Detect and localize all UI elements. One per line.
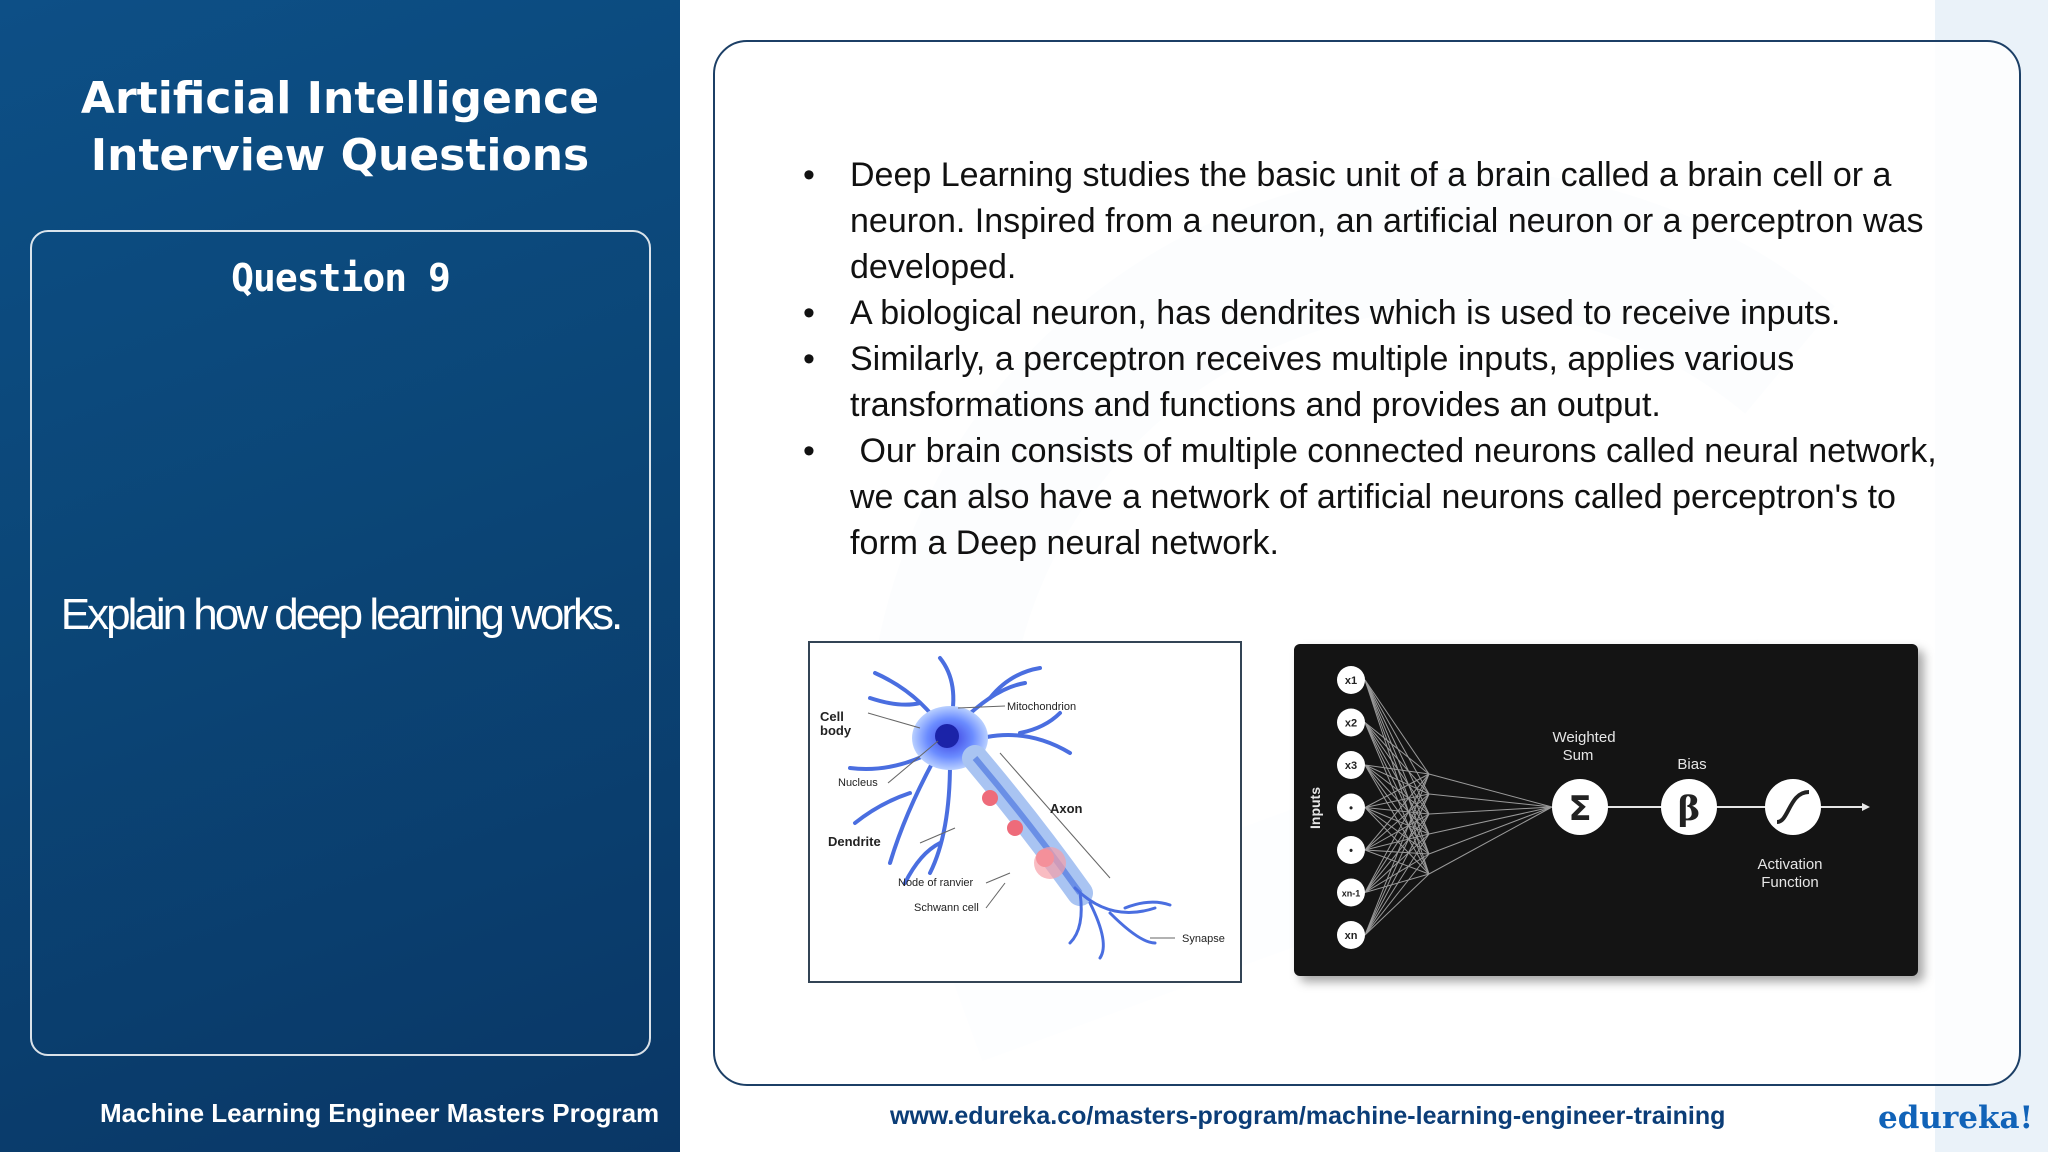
input-node-label: x3 bbox=[1345, 760, 1357, 772]
neuron-illustration: Cell body Nucleus Dendrite Mitochondrion… bbox=[820, 656, 1225, 960]
perceptron-diagram: x1 x2 x3 • • xn-1 xn Σ β Weighted Sum Bias Act… bbox=[1307, 666, 1870, 949]
label-dendrite: Dendrite bbox=[828, 834, 881, 849]
input-node bbox=[1337, 708, 1365, 737]
sigmoid-icon bbox=[1776, 790, 1810, 824]
bias-label: Bias bbox=[1677, 756, 1706, 773]
question-number: Question 9 bbox=[231, 256, 451, 300]
input-node bbox=[1337, 751, 1365, 779]
title-line-1: Artificial Intelligence bbox=[80, 73, 600, 124]
biological-neuron-figure: Cell body Nucleus Dendrite Mitochondrion… bbox=[808, 641, 1242, 983]
weighted-label: Weighted bbox=[1552, 729, 1615, 746]
input-node-label: • bbox=[1349, 845, 1353, 857]
input-node-label: x1 bbox=[1345, 675, 1357, 687]
activation-label: Activation bbox=[1757, 856, 1822, 873]
input-node bbox=[1337, 836, 1365, 864]
input-node bbox=[1337, 921, 1365, 949]
label-axon: Axon bbox=[1050, 801, 1083, 816]
input-node bbox=[1337, 793, 1365, 822]
bullet-item: Our brain consists of multiple connected… bbox=[803, 428, 1963, 566]
input-node bbox=[1337, 666, 1365, 694]
bullet-item: Deep Learning studies the basic unit of … bbox=[803, 152, 1963, 290]
left-panel: Artificial Intelligence Interview Questi… bbox=[0, 0, 680, 1152]
label-body: body bbox=[820, 723, 852, 738]
bias-symbol: β bbox=[1678, 789, 1701, 829]
label-synapse: Synapse bbox=[1182, 933, 1225, 945]
edureka-logo: edureka! bbox=[1878, 1100, 2034, 1136]
input-node-label: x2 bbox=[1345, 718, 1357, 730]
sum-node bbox=[1552, 779, 1608, 835]
function-label: Function bbox=[1761, 874, 1819, 891]
bullet-item: Similarly, a perceptron receives multipl… bbox=[803, 336, 1963, 428]
input-node bbox=[1337, 878, 1365, 907]
bullet-list: Deep Learning studies the basic unit of … bbox=[803, 152, 1963, 566]
sum-label: Sum bbox=[1563, 747, 1594, 764]
sum-symbol: Σ bbox=[1568, 789, 1591, 829]
activation-node bbox=[1765, 779, 1821, 835]
question-box: Question 9 Explain how deep learning wor… bbox=[30, 230, 651, 1056]
bullet-item: A biological neuron, has dendrites which… bbox=[803, 290, 1963, 336]
label-nucleus: Nucleus bbox=[838, 777, 878, 789]
footer-url[interactable]: www.edureka.co/masters-program/machine-l… bbox=[890, 1102, 1726, 1130]
title-line-2: Interview Questions bbox=[90, 130, 590, 181]
label-node-ranvier: Node of ranvier bbox=[898, 877, 974, 889]
slide-title: Artificial Intelligence Interview Questi… bbox=[0, 70, 680, 184]
program-name: Machine Learning Engineer Masters Progra… bbox=[100, 1098, 660, 1128]
label-mitochondrion: Mitochondrion bbox=[1007, 701, 1076, 713]
bias-node bbox=[1661, 779, 1717, 835]
label-cell: Cell bbox=[820, 709, 844, 724]
input-node-label: • bbox=[1349, 803, 1353, 815]
perceptron-figure: x1 x2 x3 • • xn-1 xn Σ β Weighted Sum Bias Act… bbox=[1294, 644, 1918, 976]
inputs-axis-label: Inputs bbox=[1307, 787, 1323, 829]
label-schwann-cell: Schwann cell bbox=[914, 902, 979, 914]
question-text: Explain how deep learning works. bbox=[60, 590, 624, 639]
input-node-label: xn bbox=[1345, 930, 1358, 942]
input-node-label: xn-1 bbox=[1342, 889, 1361, 899]
